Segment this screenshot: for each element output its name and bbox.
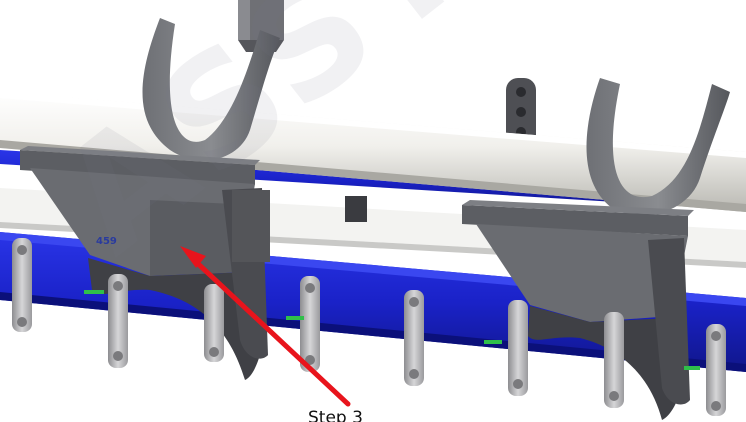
part-label: 459	[96, 236, 117, 247]
pointer-arrow	[180, 246, 351, 407]
clamp-straps	[12, 238, 726, 416]
green-bolts	[84, 290, 700, 370]
step-caption: Step 3	[308, 408, 363, 422]
left-cradle-assembly	[20, 18, 280, 380]
right-cradle-assembly	[462, 78, 730, 420]
